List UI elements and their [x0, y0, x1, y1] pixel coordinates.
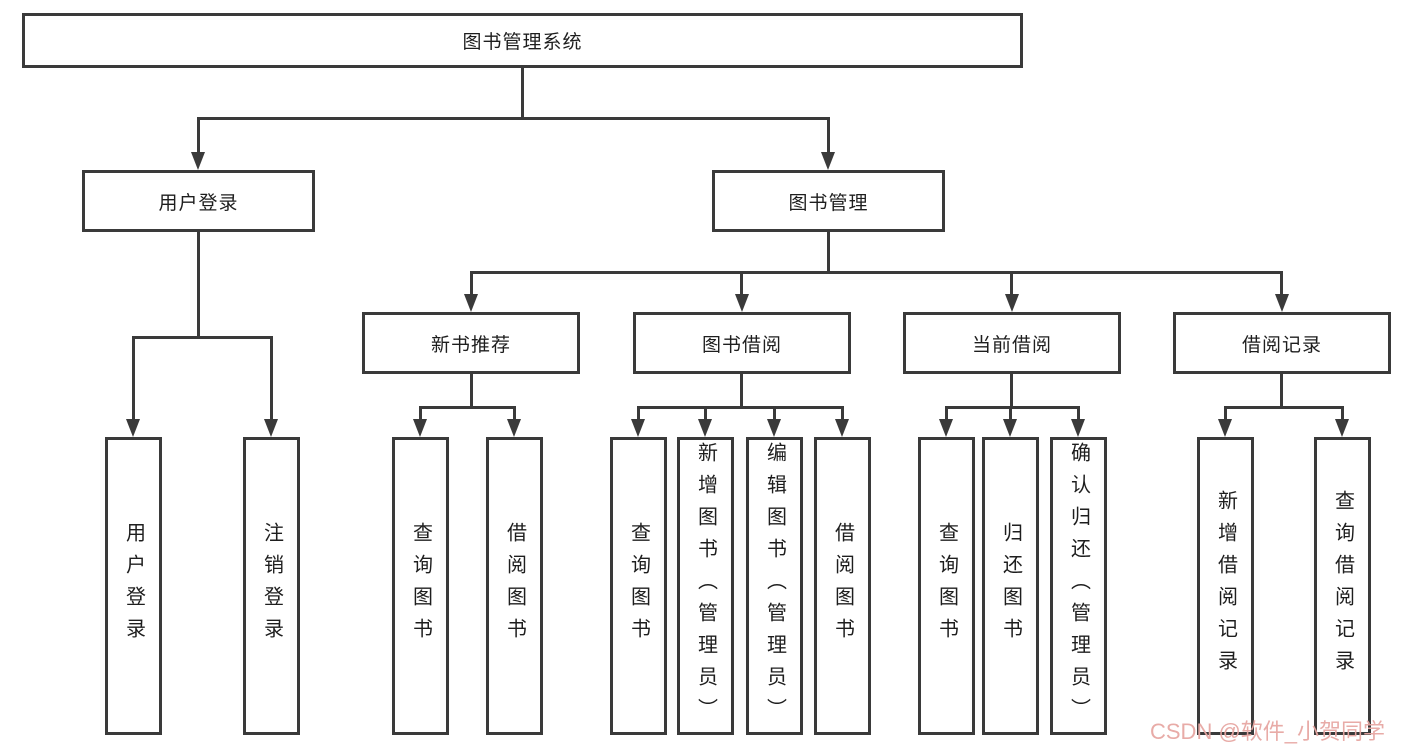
connector-line	[470, 271, 473, 297]
leaf-borrow-books-newbook: 借阅图书	[486, 437, 543, 735]
arrow-down-icon	[1005, 294, 1019, 312]
leaf-query-books-current: 查询图书	[918, 437, 975, 735]
arrow-down-icon	[1335, 419, 1349, 437]
node-new-book-recommend: 新书推荐	[362, 312, 580, 374]
leaf-label: 确认归还（管理员）	[1067, 442, 1090, 730]
node-label: 图书借阅	[701, 334, 782, 356]
leaf-label: 查询图书	[627, 522, 650, 650]
connector-line	[270, 336, 273, 421]
connector-line	[513, 406, 516, 422]
leaf-label: 新增借阅记录	[1214, 490, 1237, 682]
connector-line	[197, 232, 200, 339]
connector-line	[470, 271, 1283, 274]
connector-line	[1280, 271, 1283, 297]
connector-line	[945, 406, 948, 422]
node-label: 图书管理	[788, 192, 869, 214]
connector-line	[1009, 406, 1012, 422]
leaf-label: 注销登录	[260, 522, 283, 650]
connector-line	[740, 271, 743, 297]
csdn-watermark: CSDN @软件_小贺同学	[1150, 719, 1386, 744]
node-label: 借阅记录	[1241, 334, 1322, 356]
connector-line	[1280, 373, 1283, 409]
arrow-down-icon	[1218, 419, 1232, 437]
connector-line	[637, 406, 844, 409]
leaf-label: 查询图书	[935, 522, 958, 650]
leaf-label: 用户登录	[122, 522, 145, 650]
connector-line	[945, 406, 1080, 409]
leaf-query-books-newbook: 查询图书	[392, 437, 449, 735]
connector-line	[419, 406, 422, 422]
arrow-down-icon	[413, 419, 427, 437]
connector-line	[132, 336, 135, 421]
connector-line	[197, 117, 200, 155]
arrow-down-icon	[1003, 419, 1017, 437]
connector-line	[637, 406, 640, 422]
arrow-down-icon	[631, 419, 645, 437]
leaf-query-books-borrow: 查询图书	[610, 437, 667, 735]
leaf-label: 借阅图书	[831, 522, 854, 650]
leaf-edit-book-admin: 编辑图书（管理员）	[746, 437, 803, 735]
arrow-down-icon	[767, 419, 781, 437]
arrow-down-icon	[1275, 294, 1289, 312]
arrow-down-icon	[939, 419, 953, 437]
arrow-down-icon	[821, 152, 835, 170]
connector-line	[419, 406, 516, 409]
node-user-login: 用户登录	[82, 170, 315, 232]
connector-line	[132, 336, 272, 339]
leaf-query-borrow-record: 查询借阅记录	[1314, 437, 1371, 735]
leaf-user-login: 用户登录	[105, 437, 162, 735]
arrow-down-icon	[191, 152, 205, 170]
arrow-down-icon	[507, 419, 521, 437]
node-label: 用户登录	[158, 192, 239, 214]
leaf-add-book-admin: 新增图书（管理员）	[677, 437, 734, 735]
node-book-management: 图书管理	[712, 170, 945, 232]
connector-line	[1077, 406, 1080, 422]
leaf-borrow-books-borrow: 借阅图书	[814, 437, 871, 735]
leaf-logout: 注销登录	[243, 437, 300, 735]
connector-line	[1224, 406, 1344, 409]
arrow-down-icon	[464, 294, 478, 312]
connector-line	[197, 117, 830, 120]
leaf-return-books: 归还图书	[982, 437, 1039, 735]
node-label: 新书推荐	[430, 334, 511, 356]
leaf-label: 新增图书（管理员）	[694, 442, 717, 730]
leaf-label: 借阅图书	[503, 522, 526, 650]
connector-line	[704, 406, 707, 422]
connector-line	[470, 373, 473, 409]
connector-line	[740, 373, 743, 409]
node-current-borrow: 当前借阅	[903, 312, 1121, 374]
node-book-borrow: 图书借阅	[633, 312, 851, 374]
connector-line	[1010, 271, 1013, 297]
node-borrow-records: 借阅记录	[1173, 312, 1391, 374]
arrow-down-icon	[126, 419, 140, 437]
leaf-label: 编辑图书（管理员）	[763, 442, 786, 730]
node-label: 图书管理系统	[462, 32, 583, 53]
leaf-label: 查询借阅记录	[1331, 490, 1354, 682]
arrow-down-icon	[264, 419, 278, 437]
connector-line	[827, 232, 830, 274]
connector-line	[1224, 406, 1227, 422]
leaf-add-borrow-record: 新增借阅记录	[1197, 437, 1254, 735]
leaf-label: 查询图书	[409, 522, 432, 650]
arrow-down-icon	[1071, 419, 1085, 437]
node-root-library-system: 图书管理系统	[22, 13, 1023, 68]
leaf-label: 归还图书	[999, 522, 1022, 650]
arrow-down-icon	[835, 419, 849, 437]
leaf-confirm-return-admin: 确认归还（管理员）	[1050, 437, 1107, 735]
connector-line	[1341, 406, 1344, 422]
arrow-down-icon	[735, 294, 749, 312]
connector-line	[827, 117, 830, 155]
node-label: 当前借阅	[971, 334, 1052, 356]
arrow-down-icon	[698, 419, 712, 437]
connector-line	[841, 406, 844, 422]
connector-line	[521, 68, 524, 120]
connector-line	[773, 406, 776, 422]
connector-line	[1010, 373, 1013, 409]
